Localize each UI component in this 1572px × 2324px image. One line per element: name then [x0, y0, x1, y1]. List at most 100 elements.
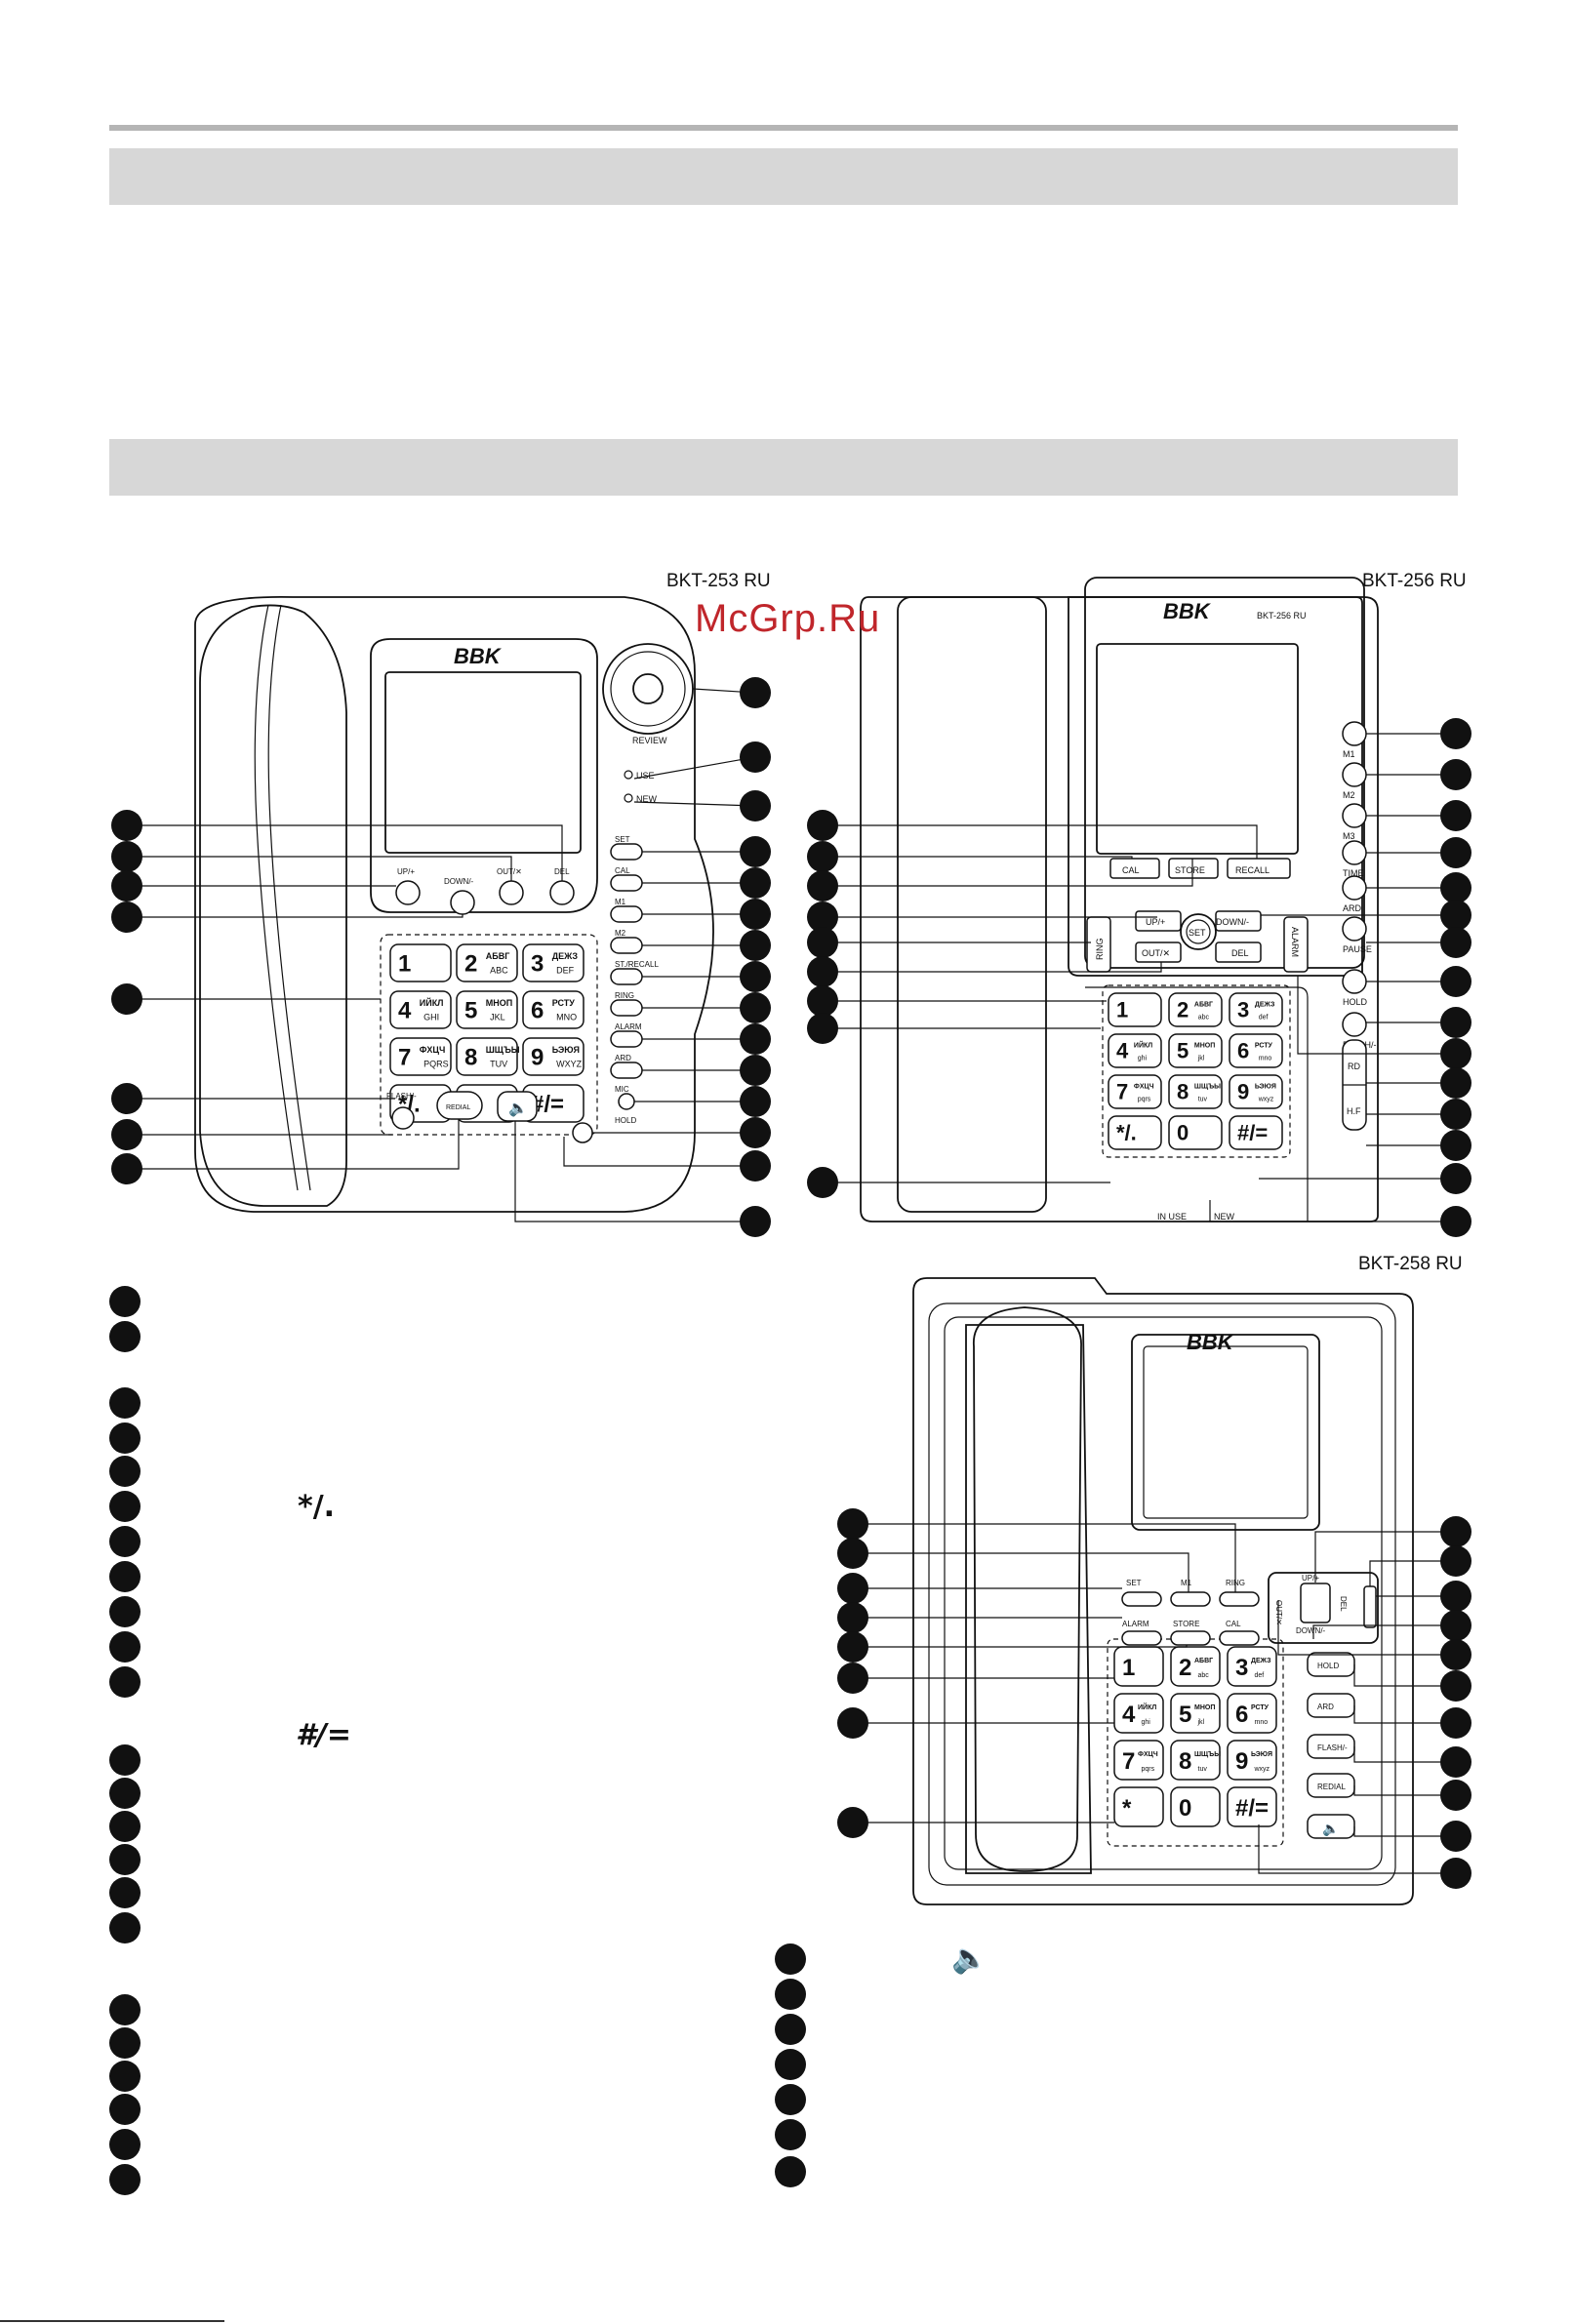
bkt258R-leader	[1258, 1824, 1456, 1874]
bkt256-key-digit: 7	[1116, 1079, 1128, 1103]
bkt256-key-ru: ЬЭЮЯ	[1255, 1084, 1276, 1091]
bkt258R-callout-5	[1440, 1639, 1471, 1670]
bkt256-key-digit: 6	[1237, 1038, 1249, 1062]
bkt256R-callout-13	[1440, 1130, 1471, 1161]
bkt253-key-9	[522, 1037, 584, 1076]
bkt256-cal-label: CAL	[1122, 865, 1140, 875]
bkt253R-callout-13	[740, 1117, 771, 1148]
bkt253R-callout-10	[740, 1023, 771, 1055]
bkt253-new-label: NEW	[636, 794, 658, 804]
bkt256-brand: BBK	[1163, 599, 1212, 623]
bkt256L-callout-8	[807, 1013, 838, 1044]
bkt258-key-en: ghi	[1142, 1719, 1151, 1726]
legend-bullet-left-20	[109, 2061, 141, 2092]
bkt258-m1-label: M1	[1181, 1579, 1192, 1587]
bkt256R-leader	[1297, 976, 1456, 1055]
legend-bullet-right-1	[775, 1943, 806, 1975]
bkt258-key-digit: #/=	[1235, 1795, 1269, 1822]
bkt253-key-digit: 1	[398, 950, 411, 977]
bkt258-key-digit: 9	[1235, 1748, 1248, 1775]
bkt258-key-3	[1227, 1646, 1277, 1687]
bkt253R-callout-4	[740, 836, 771, 867]
bkt256-key-ru: РСТУ	[1255, 1043, 1273, 1050]
bkt258R-callout-10	[1440, 1821, 1471, 1852]
bkt253-side-label: M1	[615, 898, 626, 906]
bkt256-side-keys: M1M2M3TIMEARDPAUSEHOLDFLASH/-RDH.F	[1342, 721, 1377, 1131]
bkt256-key-en: mno	[1259, 1056, 1272, 1062]
bkt258-key-en: tuv	[1198, 1766, 1208, 1773]
bkt256-store-label: STORE	[1175, 865, 1205, 875]
bkt253-key-ru: АБВГ	[486, 951, 510, 961]
bkt258-top-button	[1121, 1591, 1162, 1607]
legend-speaker-icon: 🔈	[951, 1942, 988, 1976]
legend-bullet-left-19	[109, 2027, 141, 2059]
mic-icon	[618, 1093, 635, 1110]
top-rule	[109, 125, 1458, 131]
bkt258L-callout-2	[837, 1538, 868, 1569]
bkt258-key-ru: ИЙКЛ	[1138, 1703, 1156, 1711]
bkt256-side-button	[1342, 1012, 1367, 1037]
bkt253-key-ru: ЬЭЮЯ	[552, 1045, 580, 1055]
bkt253R-callout-7	[740, 930, 771, 961]
bkt256-key-9	[1229, 1074, 1283, 1109]
section-band-2	[109, 439, 1458, 496]
bkt258R-leader	[1353, 1746, 1456, 1763]
bkt258R-callout-8	[1440, 1746, 1471, 1778]
bkt256-del-label: DEL	[1231, 948, 1249, 958]
bkt258-key-11	[1170, 1786, 1221, 1827]
bkt258-key-10	[1113, 1786, 1164, 1827]
bkt253L-callout-4	[111, 902, 142, 933]
bkt256-screen-model: BKT-256 RU	[1257, 611, 1307, 621]
legend-bullets-left	[109, 1286, 141, 2195]
bkt258-key-en: jkl	[1197, 1719, 1205, 1726]
bkt253-side-label: MIC	[615, 1085, 629, 1094]
bkt253R-leader	[633, 801, 756, 807]
legend-bullet-right-7	[775, 2156, 806, 2187]
bkt258-side-label: ARD	[1317, 1703, 1334, 1711]
bkt258R-leader	[1277, 1600, 1456, 1656]
bkt256R-callout-1	[1440, 718, 1471, 749]
bkt256-recall-label: RECALL	[1235, 865, 1270, 875]
bkt258R-callout-4	[1440, 1610, 1471, 1641]
legend-bullet-left-5	[109, 1456, 141, 1487]
bkt256-up-label: UP/+	[1146, 917, 1165, 927]
bkt256-labels: BBK BKT-256 RU CAL STORE RECALL UP/+ DOW…	[1095, 599, 1307, 1222]
bkt253-key-en: TUV	[490, 1060, 507, 1069]
bkt256-set-label: SET	[1189, 928, 1206, 938]
bkt256-key-digit: 2	[1177, 997, 1189, 1022]
bkt256-key-en: abc	[1198, 1015, 1210, 1022]
legend-bullet-right-6	[775, 2119, 806, 2150]
bkt258L-callout-1	[837, 1508, 868, 1540]
bkt256R-leader	[1209, 1200, 1456, 1222]
bkt258-key-en: abc	[1198, 1672, 1210, 1679]
bkt258-side-label: HOLD	[1317, 1662, 1339, 1670]
bkt253R-callout-3	[740, 790, 771, 821]
bkt258-key-digit: 8	[1179, 1748, 1191, 1775]
bkt256-side-label: ARD	[1343, 903, 1362, 913]
bkt253-callouts	[111, 677, 771, 1237]
legend-bullet-left-8	[109, 1561, 141, 1592]
legend-bullet-left-17	[109, 1912, 141, 1943]
bkt253-side-button	[610, 1030, 643, 1048]
bkt253L-callout-5	[111, 983, 142, 1015]
bkt258-key-ru: ЬЭЮЯ	[1251, 1751, 1272, 1758]
bkt258-up-label: UP/+	[1302, 1574, 1319, 1583]
legend-bullet-left-10	[109, 1631, 141, 1663]
legend-bullet-right-5	[775, 2084, 806, 2115]
bkt253-use-label: USE	[636, 771, 655, 781]
bkt253-review-label: REVIEW	[632, 736, 667, 745]
bkt258-key-9	[1227, 1740, 1277, 1781]
bkt253-key-digit: 6	[531, 997, 544, 1023]
bkt258-top-button	[1219, 1591, 1260, 1607]
bkt256-key-digit: 8	[1177, 1079, 1189, 1103]
bkt253-side-button	[610, 999, 643, 1017]
legend-bullet-left-21	[109, 2094, 141, 2125]
bkt256L-callout-9	[807, 1167, 838, 1198]
bkt256R-callout-3	[1440, 800, 1471, 831]
bkt258-key-12	[1227, 1786, 1277, 1827]
bkt258-store-label: STORE	[1173, 1620, 1199, 1628]
bkt253-side-button	[610, 905, 643, 923]
bkt256-key-ru: АБВГ	[1194, 1002, 1213, 1009]
bkt253R-callout-8	[740, 961, 771, 992]
